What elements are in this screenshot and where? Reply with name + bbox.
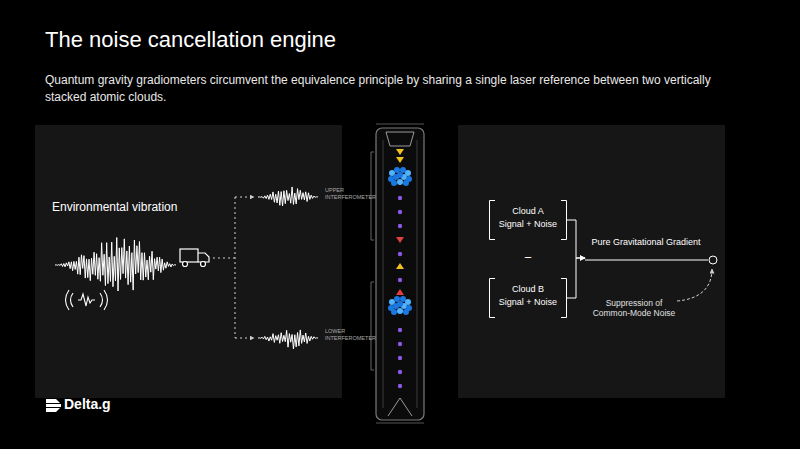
- waveform: [258, 330, 318, 349]
- atom-dot: [398, 356, 402, 360]
- dotted-line: [235, 338, 254, 339]
- truck-icon: [180, 249, 209, 267]
- subtitle: Quantum gravity gradiometers circumvent …: [45, 72, 735, 107]
- waveform: [258, 187, 318, 206]
- atom-cloud: [397, 308, 403, 314]
- bracket-right: [561, 279, 567, 318]
- right-panel: [458, 125, 725, 398]
- gradiometer-tube: [371, 124, 424, 423]
- dotted-line: [235, 197, 254, 198]
- bracket-left: [490, 201, 496, 240]
- logo-bar: [46, 399, 60, 403]
- sound-squiggle: [78, 294, 95, 306]
- dotted-leader: [213, 197, 254, 338]
- source-label: Environmental vibration: [52, 200, 222, 214]
- atom-dot: [398, 328, 402, 332]
- signal-box: Cloud BSignal + Noise: [489, 278, 567, 318]
- left-panel: [35, 125, 342, 398]
- atom-cloud: [400, 167, 406, 173]
- tube-particles: [388, 149, 412, 388]
- sound-arc: [66, 290, 70, 310]
- tube-flange: [376, 124, 424, 423]
- tube-bottom-mirror: [388, 398, 412, 416]
- atom-cloud: [391, 309, 397, 315]
- laser-arrow: [396, 157, 404, 163]
- node-text: Cloud B: [495, 283, 561, 296]
- atom-dot: [398, 252, 402, 256]
- atom-dot: [398, 384, 402, 388]
- atom-cloud: [403, 309, 409, 315]
- tube-outline: [376, 128, 424, 420]
- dashed-curve-arrow: [677, 269, 712, 301]
- sound-arc: [71, 293, 74, 307]
- atom-cloud: [391, 180, 397, 186]
- atom-dot: [398, 224, 402, 228]
- logo-bar: [46, 408, 60, 412]
- laser-arrow: [396, 289, 404, 295]
- laser-arrow: [396, 237, 404, 243]
- truck-cab: [198, 253, 209, 262]
- truck-wheel: [183, 262, 188, 267]
- tube-wall: [417, 140, 418, 408]
- atom-dot: [398, 342, 402, 346]
- annotation: Suppression of Common-Mode Noise: [592, 298, 676, 318]
- output-circle: [709, 256, 717, 264]
- tube-wall: [383, 140, 384, 408]
- signal-box: Cloud ASignal + Noise: [489, 200, 567, 240]
- tube-top-cap: [386, 132, 414, 146]
- output-label: Pure Gravitational Gradient: [585, 236, 707, 260]
- atom-cloud: [403, 180, 409, 186]
- laser-arrow: [396, 149, 404, 155]
- truck-wheel: [201, 262, 206, 267]
- sound-arc: [104, 290, 108, 310]
- atom-cloud: [400, 296, 406, 302]
- node-text: Pure Gravitational Gradient: [587, 236, 705, 249]
- atom-cloud: [397, 179, 403, 185]
- atom-dot: [398, 278, 402, 282]
- part-label: UPPER INTERFEROMETER: [325, 187, 371, 200]
- connector-arrow: [567, 258, 585, 298]
- laser-arrow: [396, 263, 404, 269]
- sound-icon: [66, 290, 108, 310]
- node-text: Signal + Noise: [495, 218, 561, 231]
- atom-dot: [398, 196, 402, 200]
- dotted-line: [235, 197, 236, 338]
- logo-text: Delta.g: [64, 396, 154, 413]
- atom-cloud: [394, 296, 400, 302]
- section-bracket: [371, 282, 374, 370]
- node-text: Signal + Noise: [495, 296, 561, 309]
- atom-cloud: [397, 301, 403, 307]
- output-line: [585, 260, 708, 261]
- bracket-right: [561, 201, 567, 240]
- section-bracket: [371, 152, 374, 240]
- dotted-line: [213, 258, 235, 259]
- logo-mark: [46, 399, 61, 412]
- minus-sign: −: [518, 250, 538, 266]
- logo-bar: [46, 404, 61, 407]
- title: The noise cancellation engine: [45, 26, 336, 55]
- atom-dot: [398, 370, 402, 374]
- atom-dot: [398, 210, 402, 214]
- node-text: Cloud A: [495, 205, 561, 218]
- connector-arrow: [567, 220, 585, 258]
- part-label: LOWER INTERFEROMETER: [325, 328, 371, 341]
- bracket-left: [490, 279, 496, 318]
- atom-cloud: [394, 167, 400, 173]
- sound-arc: [100, 293, 103, 307]
- waveform: [55, 238, 176, 291]
- atom-cloud: [397, 172, 403, 178]
- truck-body: [180, 249, 198, 262]
